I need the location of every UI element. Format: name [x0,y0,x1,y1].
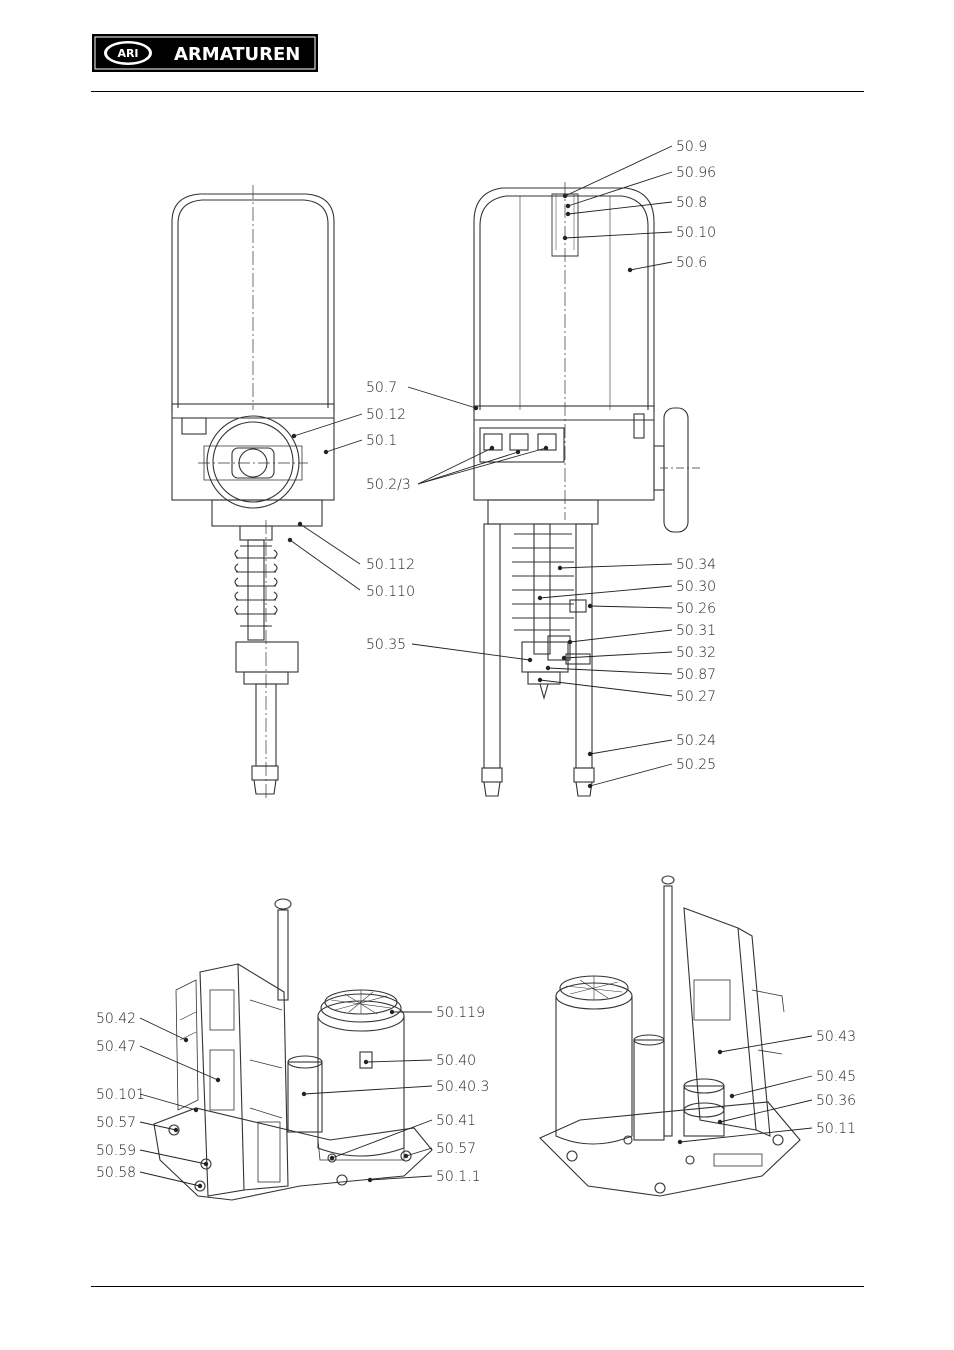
label-50-31: 50.31 [676,623,716,639]
label-50-101: 50.101 [96,1087,145,1103]
label-50-34: 50.34 [676,557,716,573]
label-50-36: 50.36 [816,1093,856,1109]
label-50-2-3: 50.2/3 [366,477,411,493]
label-50-9: 50.9 [676,139,707,155]
leader-dots [174,194,734,1188]
label-50-42: 50.42 [96,1011,136,1027]
label-50-40: 50.40 [436,1053,476,1069]
internal-assembly-left-view [154,899,432,1200]
label-50-119: 50.119 [436,1005,485,1021]
label-50-112: 50.112 [366,557,415,573]
label-50-45: 50.45 [816,1069,856,1085]
label-50-110: 50.110 [366,584,415,600]
label-50-24: 50.24 [676,733,716,749]
label-50-11: 50.11 [816,1121,856,1137]
label-50-25: 50.25 [676,757,716,773]
label-50-6: 50.6 [676,255,707,271]
label-50-35: 50.35 [366,637,406,653]
label-50-32: 50.32 [676,645,716,661]
label-50-30: 50.30 [676,579,716,595]
label-50-40-3: 50.40.3 [436,1079,489,1095]
label-50-41: 50.41 [436,1113,476,1129]
label-50-27: 50.27 [676,689,716,705]
label-50-7: 50.7 [366,380,397,396]
side-view-drawing [474,182,700,796]
leader-lines [140,146,812,1186]
label-50-12: 50.12 [366,407,406,423]
label-50-10: 50.10 [676,225,716,241]
label-50-26: 50.26 [676,601,716,617]
internal-assembly-right-view [540,876,800,1196]
label-50-1-1: 50.1.1 [436,1169,481,1185]
label-50-58: 50.58 [96,1165,136,1181]
label-50-47: 50.47 [96,1039,136,1055]
front-view-drawing [172,185,334,800]
label-50-96: 50.96 [676,165,716,181]
label-50-57-left: 50.57 [96,1115,136,1131]
label-50-87: 50.87 [676,667,716,683]
label-50-1: 50.1 [366,433,397,449]
label-50-8: 50.8 [676,195,707,211]
label-50-59: 50.59 [96,1143,136,1159]
label-50-43: 50.43 [816,1029,856,1045]
label-50-57-right: 50.57 [436,1141,476,1157]
